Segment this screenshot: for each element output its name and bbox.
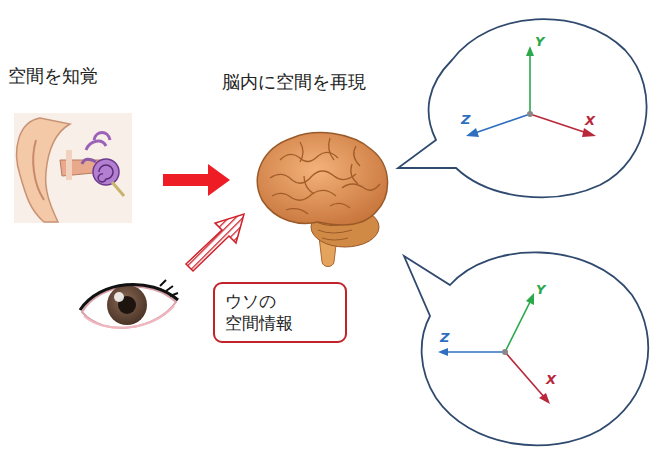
axis-label: Y <box>535 34 544 49</box>
hatched-arrow <box>186 214 244 271</box>
red-arrow <box>163 164 230 196</box>
brain-illustration <box>257 133 387 267</box>
speech-bubble <box>398 19 647 197</box>
ear-illustration <box>14 113 132 223</box>
speech-bubble <box>404 252 648 445</box>
note-text: ウソの 空間情報 <box>225 290 335 334</box>
axes-bottom <box>438 293 550 404</box>
axis-label: X <box>585 113 595 128</box>
eye-illustration <box>80 280 178 328</box>
section-heading: 空間を知覚 <box>8 64 98 88</box>
axis-label: Y <box>536 282 545 297</box>
section-heading: 脳内に空間を再現 <box>222 70 366 94</box>
axis-label: X <box>546 372 556 387</box>
note-box: ウソの 空間情報 <box>213 282 347 343</box>
axis-label: Z <box>461 112 470 127</box>
axis-label: Z <box>440 330 449 345</box>
axes-top <box>466 46 596 137</box>
